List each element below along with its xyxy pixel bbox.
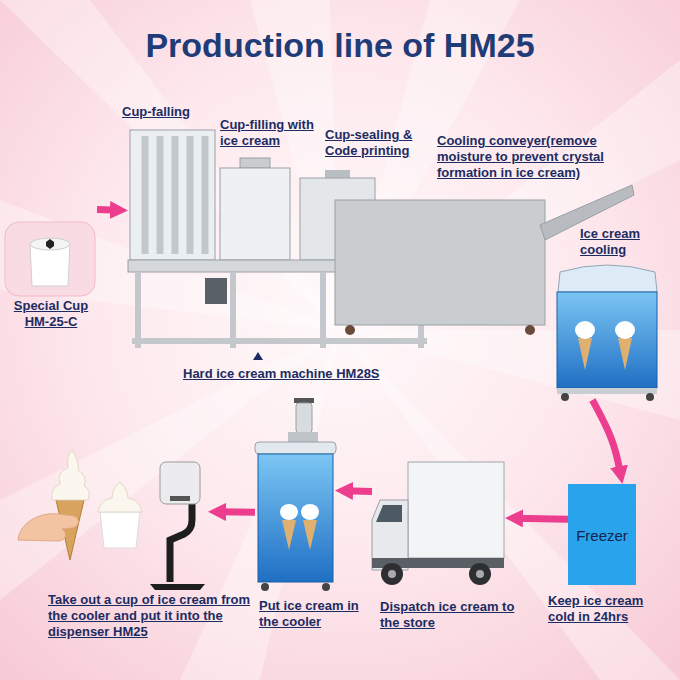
truck-cargo (408, 462, 504, 558)
wheel (646, 393, 654, 401)
wheel (525, 325, 535, 335)
stage-caption: Put ice cream in the cooler (259, 598, 359, 630)
cooler-stage: Put ice cream in the cooler (255, 398, 335, 595)
truck-stage: Dispatch ice cream to the store (372, 455, 505, 595)
stage-caption: Dispatch ice cream to the store (380, 599, 515, 631)
part-label: Cup-sealing & Code printing (325, 127, 433, 159)
cooling-conveyor (335, 200, 545, 325)
cup-hole (46, 239, 54, 249)
truck-window (376, 505, 402, 522)
cone-picture (618, 338, 632, 370)
ice-cream-cup (100, 512, 140, 548)
cup-tube (157, 136, 164, 254)
wheel (261, 583, 269, 591)
box-label: Freezer (576, 526, 628, 543)
machine-leg (135, 272, 141, 348)
wheel (561, 393, 569, 401)
cone-picture (578, 338, 592, 370)
flow-arrow (344, 487, 372, 495)
wheel-hub (388, 570, 396, 578)
wheel-hub (476, 570, 484, 578)
cooling-stage: Ice cream cooling (556, 226, 660, 400)
stage-caption: Hard ice cream machine HM28S (183, 366, 398, 382)
dispenser-stage: Take out a cup of ice cream from the coo… (150, 455, 208, 590)
flow-arrow (97, 206, 119, 214)
cone-picture (282, 520, 296, 550)
control-box (205, 278, 227, 304)
dispenser-outlet (170, 496, 190, 501)
stage-caption: Ice cream cooling (580, 226, 658, 258)
stage-caption: Take out a cup of ice cream from the coo… (48, 592, 253, 640)
cone-picture (303, 520, 317, 550)
filling-hopper (240, 158, 270, 168)
soft-serve (98, 482, 142, 512)
part-label: Cooling conveyer(remove moisture to prev… (437, 133, 652, 181)
part-label: Cup-filling with ice cream (220, 117, 322, 149)
cone-picture (301, 504, 319, 520)
cup-top (30, 238, 70, 250)
diagram-title: Production line of HM25 (0, 26, 680, 65)
pointer-triangle (253, 352, 263, 360)
filling-unit (220, 168, 290, 260)
cup-tube (296, 403, 312, 433)
wheel (469, 563, 491, 585)
cup-tube (202, 136, 209, 254)
cone-picture (615, 321, 635, 339)
stage-caption: Special Cup HM-25-C (6, 298, 96, 330)
stage-caption: Keep ice cream cold in 24hrs (548, 593, 656, 625)
machine-stage: Hard ice cream machine HM28S (128, 130, 438, 360)
tube-cap (294, 398, 314, 403)
cup-panel (5, 222, 95, 296)
cup-tube (187, 136, 194, 254)
cone-picture (280, 504, 298, 520)
freezer-base (557, 388, 657, 394)
part-label: Cup-falling (122, 104, 217, 120)
flow-arrow (514, 518, 568, 519)
machine-rail (132, 338, 427, 344)
cup-tube (172, 136, 179, 254)
sealing-head (325, 170, 350, 178)
hand (18, 514, 78, 541)
machine-leg (320, 272, 326, 348)
soft-serve (52, 450, 90, 500)
dispenser-base (150, 584, 205, 590)
dispenser-head (160, 462, 200, 504)
cooler-body (258, 454, 333, 582)
cup-tube (142, 136, 149, 254)
cup-stage: Special Cup HM-25-C (5, 200, 97, 296)
wheel (322, 583, 330, 591)
freezer-body (557, 292, 657, 388)
cone-picture (575, 321, 595, 339)
freezer-box: FreezerKeep ice cream cold in 24hrs (568, 484, 636, 585)
cooler-lid (255, 442, 336, 454)
flow-arrow (592, 400, 620, 475)
tube-holder (288, 432, 318, 442)
cup-falling-tower (130, 130, 215, 260)
cup-tubes (145, 136, 205, 254)
machine-leg (230, 272, 236, 348)
flow-arrow (217, 508, 255, 515)
freezer-lid (558, 265, 657, 292)
dispenser-arm (170, 504, 192, 582)
wheel (381, 563, 403, 585)
wheel (345, 325, 355, 335)
